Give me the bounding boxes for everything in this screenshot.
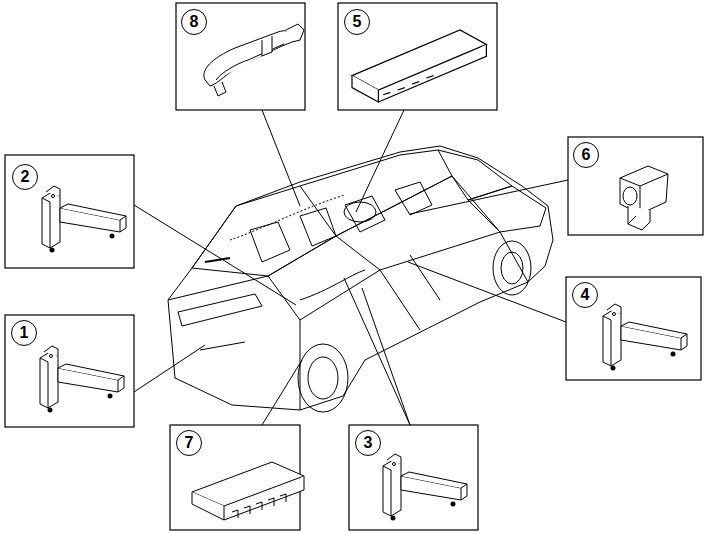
callout-number: 7 — [176, 430, 202, 456]
car-body — [230, 195, 345, 240]
leader-line — [408, 262, 566, 322]
sensor-bracket-icon — [383, 454, 467, 521]
callout-number: 6 — [573, 142, 599, 168]
leader-line — [262, 360, 302, 425]
sensor-bracket-icon — [40, 346, 124, 413]
car-body — [344, 202, 376, 222]
sensor-icon — [628, 216, 636, 224]
callout-number: 3 — [355, 430, 381, 456]
callout-number-text: 6 — [582, 147, 591, 163]
callout-frame — [338, 3, 497, 110]
callout-number: 5 — [344, 9, 370, 35]
callout-number-text: 4 — [581, 287, 590, 303]
car-body — [250, 222, 290, 262]
callout-number: 4 — [572, 282, 598, 308]
sensor-bracket-icon — [40, 346, 124, 413]
car-body — [380, 270, 420, 330]
car-body — [493, 241, 531, 295]
car-body — [192, 186, 336, 276]
callout-number-text: 8 — [190, 14, 199, 30]
callout-number: 2 — [12, 164, 38, 190]
callout-number-text: 7 — [185, 435, 194, 451]
callout-frame — [566, 277, 701, 380]
car-body — [300, 208, 336, 246]
leader-line — [362, 288, 410, 425]
callout-number-text: 1 — [20, 325, 29, 341]
sensor-bracket-icon — [603, 304, 687, 371]
door-handle-icon — [214, 82, 226, 96]
door-handle-icon — [216, 44, 284, 80]
car-body — [501, 252, 523, 284]
callout-number-text: 2 — [21, 169, 30, 185]
callout-number: 8 — [181, 9, 207, 35]
car-body — [300, 270, 365, 300]
control-module-icon — [192, 462, 304, 520]
leader-line — [134, 205, 296, 305]
leader-line — [134, 110, 568, 425]
car-body — [298, 344, 348, 412]
door-handle-icon — [204, 31, 294, 86]
car-body — [438, 150, 512, 200]
callout-frame — [5, 315, 134, 427]
callout-number: 1 — [11, 320, 37, 346]
control-module-icon — [352, 76, 378, 102]
car-body — [268, 236, 380, 320]
car-body — [300, 150, 452, 236]
callout-frame — [349, 425, 478, 530]
callout-frame — [5, 155, 134, 268]
leader-line — [262, 110, 300, 206]
car-body — [168, 146, 553, 412]
sensor-icon — [620, 166, 668, 230]
callout-frame — [176, 3, 305, 110]
leader-line — [356, 110, 404, 212]
callout-frame — [5, 3, 703, 530]
car-body — [200, 342, 245, 350]
sensor-icon — [628, 206, 650, 230]
car-body — [308, 357, 338, 399]
car-body — [168, 146, 553, 410]
sensor-bracket-icon — [603, 304, 687, 371]
car-body — [410, 255, 440, 300]
door-handle-icon — [204, 24, 304, 96]
car-body — [178, 294, 262, 326]
car-body — [336, 176, 500, 270]
sensor-bracket-icon — [42, 186, 126, 253]
control-module-icon — [383, 76, 433, 95]
control-module-icon — [352, 30, 486, 102]
sensor-icon — [620, 174, 668, 214]
car-body — [345, 196, 385, 232]
leader-line — [344, 278, 410, 425]
car-body — [168, 276, 300, 410]
door-handle-icon — [262, 36, 272, 56]
leader-line — [134, 345, 205, 392]
sensor-bracket-icon — [42, 186, 126, 253]
door-handle-icon — [286, 24, 304, 42]
sensor-bracket-icon — [383, 454, 467, 521]
control-module-icon — [378, 44, 486, 102]
control-module-icon — [192, 462, 304, 520]
sensor-icon — [620, 166, 668, 214]
callout-number-text: 3 — [364, 435, 373, 451]
leader-line — [410, 180, 568, 214]
callout-frame — [568, 137, 703, 235]
callout-number-text: 5 — [353, 14, 362, 30]
sensor-icon — [623, 187, 637, 205]
